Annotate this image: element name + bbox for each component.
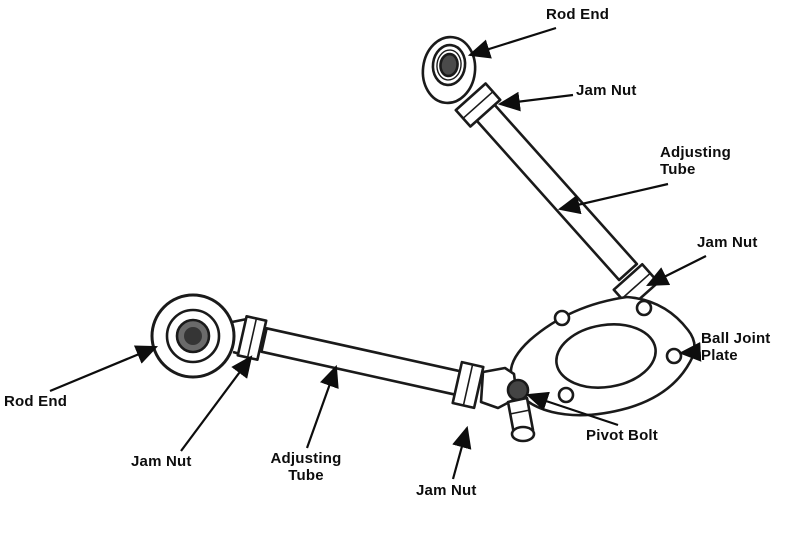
label-pivot-bolt: Pivot Bolt bbox=[586, 427, 658, 444]
arrow-rod-end-top bbox=[467, 26, 557, 59]
lower-jam-nut-shape bbox=[451, 360, 485, 410]
arrow-jam-nut-top bbox=[497, 91, 574, 112]
arrow-ball-joint-plate bbox=[678, 342, 702, 362]
arrow-adjusting-tube-right bbox=[557, 182, 669, 215]
label-jam-nut-top: Jam Nut bbox=[576, 82, 637, 99]
upper-rod-end-shape bbox=[421, 35, 477, 105]
left-jam-nut-shape bbox=[236, 314, 268, 362]
arrow-jam-nut-left bbox=[180, 355, 253, 452]
arrow-jam-nut-bottom bbox=[451, 425, 472, 480]
label-adjusting-tube-bottom: Adjusting Tube bbox=[270, 450, 342, 485]
arrow-pivot-bolt bbox=[525, 391, 619, 427]
label-rod-end-top: Rod End bbox=[546, 6, 610, 23]
label-adjusting-tube-right: Adjusting Tube bbox=[660, 144, 731, 179]
upper-jam-nut-shape bbox=[454, 82, 502, 128]
label-jam-nut-bottom: Jam Nut bbox=[416, 482, 477, 499]
label-jam-nut-left: Jam Nut bbox=[131, 453, 192, 470]
lower-adjusting-tube-shape bbox=[260, 326, 462, 397]
arrow-jam-nut-right bbox=[646, 255, 707, 286]
arrow-rod-end-left bbox=[49, 345, 159, 393]
label-rod-end-left: Rod End bbox=[4, 393, 68, 410]
label-jam-nut-right: Jam Nut bbox=[697, 234, 758, 251]
upper-adjusting-tube-shape bbox=[474, 102, 639, 282]
arrow-adjusting-tube-bottom bbox=[305, 364, 339, 449]
label-ball-joint-plate: Ball Joint Plate bbox=[701, 330, 771, 365]
left-rod-end-shape bbox=[150, 293, 248, 379]
